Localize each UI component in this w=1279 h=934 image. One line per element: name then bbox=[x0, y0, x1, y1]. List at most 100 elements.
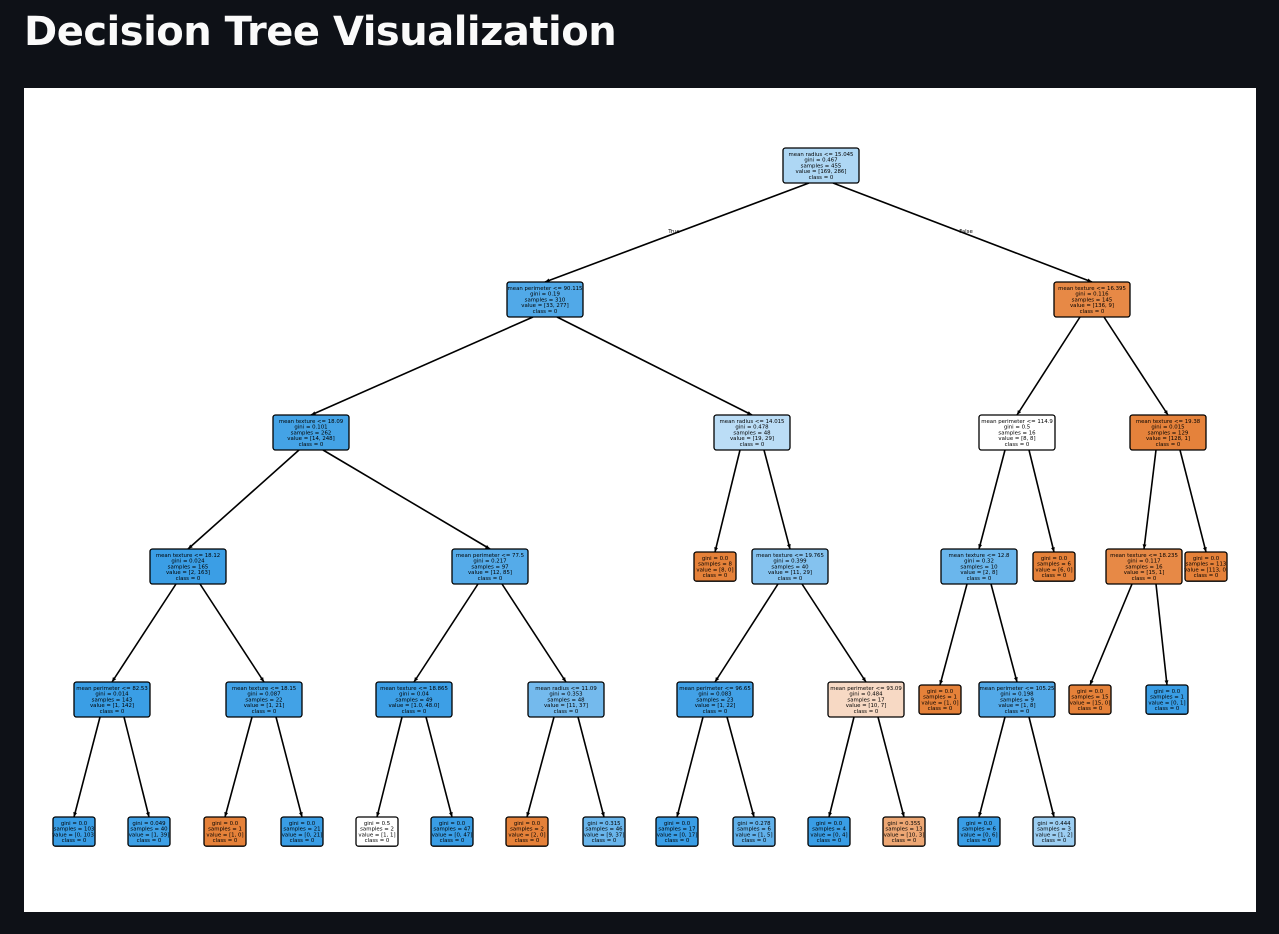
node-line: mean perimeter <= 96.65 bbox=[679, 686, 751, 692]
node-box bbox=[527, 681, 605, 718]
node-line: value = [1, 8] bbox=[998, 703, 1035, 709]
node-box bbox=[1184, 551, 1228, 582]
edge-arrowhead bbox=[448, 812, 453, 817]
node-box bbox=[272, 414, 350, 451]
node-line: gini = 0.0 bbox=[1193, 556, 1220, 562]
node-box bbox=[1068, 684, 1112, 715]
node-line: samples = 23 bbox=[696, 697, 733, 703]
node-line: mean texture <= 12.8 bbox=[949, 553, 1011, 559]
node-line: class = 0 bbox=[1005, 442, 1030, 448]
node-line: class = 0 bbox=[213, 838, 238, 844]
edge-arrowhead bbox=[526, 812, 531, 817]
edge-n15-n25 bbox=[73, 716, 101, 818]
node-line: value = [2, 163] bbox=[166, 570, 210, 576]
node-line: samples = 113 bbox=[1186, 562, 1227, 568]
node-line: class = 0 bbox=[1042, 838, 1067, 844]
node-line: class = 0 bbox=[478, 576, 503, 582]
node-box bbox=[1032, 816, 1076, 847]
edge-arrowhead bbox=[298, 812, 303, 817]
node-line: gini = 0.083 bbox=[698, 692, 731, 698]
edge-n0-n2 bbox=[832, 182, 1093, 283]
edge-arrowhead bbox=[715, 677, 720, 682]
node-line: value = [1, 1] bbox=[358, 832, 395, 838]
node-line: gini = 0.399 bbox=[773, 559, 807, 565]
edge-arrowhead bbox=[485, 544, 490, 549]
edge-n2-n6 bbox=[1103, 316, 1169, 416]
node-line: gini = 0.0 bbox=[212, 821, 239, 827]
node-line: samples = 48 bbox=[733, 430, 771, 436]
node-line: samples = 1 bbox=[208, 827, 242, 833]
node-line: gini = 0.0 bbox=[816, 821, 843, 827]
node-line: value = [1, 22] bbox=[695, 703, 736, 709]
node-line: samples = 21 bbox=[283, 827, 320, 833]
node-line: samples = 3 bbox=[1037, 827, 1071, 833]
node-line: value = [0, 21] bbox=[282, 832, 323, 838]
node-line: value = [1.0, 48.0] bbox=[389, 703, 440, 709]
edge-n11-n21 bbox=[939, 583, 968, 686]
node-line: mean texture <= 19.38 bbox=[1136, 419, 1201, 425]
node-line: value = [11, 29] bbox=[768, 570, 812, 576]
node-box bbox=[940, 548, 1018, 585]
node-line: class = 0 bbox=[703, 573, 728, 579]
edge-arrowhead bbox=[747, 411, 752, 415]
node-line: gini = 0.198 bbox=[1000, 692, 1034, 698]
node-line: gini = 0.049 bbox=[132, 821, 166, 827]
node-line: samples = 6 bbox=[962, 827, 996, 833]
node-line: mean perimeter <= 82.53 bbox=[76, 686, 148, 692]
node-box bbox=[782, 147, 860, 184]
node-box bbox=[807, 816, 851, 847]
node-line: gini = 0.024 bbox=[171, 559, 205, 565]
edge-n0-n1 bbox=[544, 182, 810, 283]
edge-arrowhead bbox=[311, 411, 316, 415]
node-line: value = [136, 9] bbox=[1070, 303, 1114, 309]
node-box bbox=[225, 681, 303, 718]
node-line: class = 0 bbox=[809, 175, 834, 181]
node-line: value = [8, 0] bbox=[696, 567, 733, 573]
node-box bbox=[127, 816, 171, 847]
node-line: value = [10, 3] bbox=[884, 832, 925, 838]
edge-n17-n30 bbox=[425, 716, 453, 818]
node-line: mean perimeter <= 77.5 bbox=[456, 553, 524, 559]
node-line: mean texture <= 18.12 bbox=[156, 553, 220, 559]
node-box bbox=[451, 548, 529, 585]
node-box bbox=[73, 681, 151, 718]
node-line: class = 0 bbox=[740, 442, 765, 448]
node-line: gini = 0.0 bbox=[927, 689, 954, 695]
edge-arrowhead bbox=[900, 812, 905, 817]
node-line: samples = 16 bbox=[1125, 564, 1163, 570]
node-line: samples = 165 bbox=[168, 564, 209, 570]
node-line: samples = 103 bbox=[54, 827, 95, 833]
node-box bbox=[430, 816, 474, 847]
node-line: samples = 40 bbox=[771, 564, 809, 570]
edge-arrowhead bbox=[750, 812, 755, 817]
node-line: class = 0 bbox=[665, 838, 690, 844]
node-box bbox=[505, 816, 549, 847]
node-line: class = 0 bbox=[817, 838, 842, 844]
node-line: gini = 0.19 bbox=[530, 292, 560, 298]
node-line: class = 0 bbox=[854, 709, 879, 715]
edge-arrowhead bbox=[939, 680, 944, 685]
node-box bbox=[918, 684, 962, 715]
edge-n3-n8 bbox=[322, 449, 491, 550]
node-line: class = 0 bbox=[1156, 442, 1181, 448]
node-line: value = [10, 7] bbox=[846, 703, 887, 709]
edge-arrowhead bbox=[714, 547, 718, 552]
node-line: class = 0 bbox=[1132, 576, 1157, 582]
node-line: samples = 1 bbox=[1150, 695, 1184, 701]
node-line: class = 0 bbox=[176, 576, 201, 582]
node-line: samples = 49 bbox=[395, 697, 433, 703]
edge-n3-n7 bbox=[187, 449, 300, 550]
edge-arrowhead bbox=[978, 812, 983, 817]
node-line: samples = 17 bbox=[847, 697, 884, 703]
node-line: gini = 0.217 bbox=[473, 559, 506, 565]
node-box bbox=[978, 414, 1056, 451]
